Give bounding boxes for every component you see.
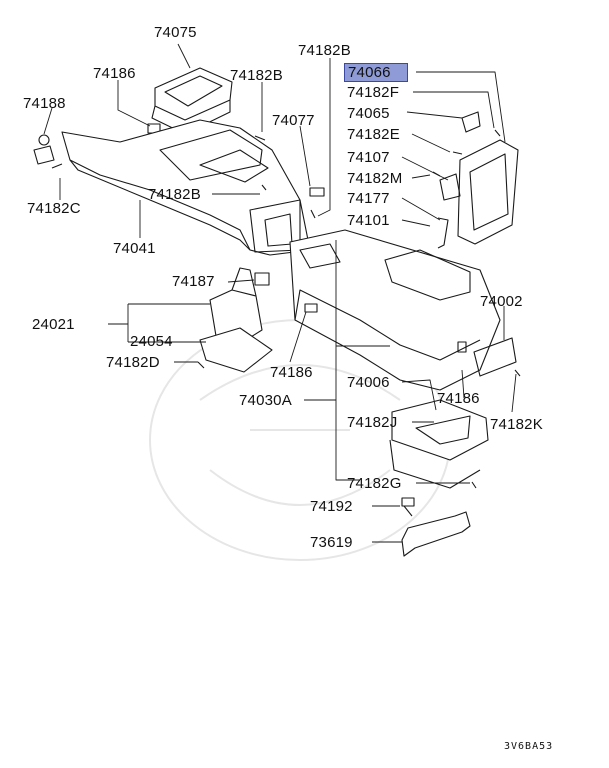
- front-console-74041-part: [61, 119, 311, 256]
- part-label-74182G[interactable]: 74182G: [347, 475, 402, 492]
- part-label-74107[interactable]: 74107: [347, 149, 390, 166]
- part-label-74041[interactable]: 74041: [113, 240, 156, 257]
- garnish-74002: [473, 337, 517, 377]
- part-label-73619[interactable]: 73619: [310, 534, 353, 551]
- part-label-74192[interactable]: 74192: [310, 498, 353, 515]
- part-label-74075[interactable]: 74075: [154, 24, 197, 41]
- part-label-74182K[interactable]: 74182K: [490, 416, 543, 433]
- part-label-74177[interactable]: 74177: [347, 190, 390, 207]
- latch-74065: [461, 111, 481, 133]
- main-console-74101-part: [289, 229, 501, 391]
- part-label-74077[interactable]: 74077: [272, 112, 315, 129]
- part-label-74065[interactable]: 74065: [347, 105, 390, 122]
- clip-74077: [309, 187, 325, 197]
- part-label-74186-mid[interactable]: 74186: [270, 364, 313, 381]
- diagram-code: 3V6BA53: [504, 741, 554, 752]
- armrest-lid-74066-part: [457, 139, 519, 245]
- part-label-74182C[interactable]: 74182C: [27, 200, 81, 217]
- clip-74186-mid: [304, 303, 318, 313]
- part-label-74182M[interactable]: 74182M: [347, 170, 403, 187]
- part-label-74066-highlighted[interactable]: 74066: [344, 63, 408, 82]
- part-label-74186-top[interactable]: 74186: [93, 65, 136, 82]
- part-label-74182J[interactable]: 74182J: [347, 414, 398, 431]
- part-label-24054[interactable]: 24054: [130, 333, 173, 350]
- bracket-73619: [401, 511, 471, 557]
- part-label-74182B-mid[interactable]: 74182B: [298, 42, 351, 59]
- clip-74187: [254, 272, 270, 286]
- pocket-74006-part: [389, 399, 489, 489]
- shift-boot-24021-part: [199, 267, 273, 373]
- part-label-74182B-left[interactable]: 74182B: [148, 186, 201, 203]
- part-label-74188[interactable]: 74188: [23, 95, 66, 112]
- part-label-74187[interactable]: 74187: [172, 273, 215, 290]
- part-label-74186-right[interactable]: 74186: [437, 390, 480, 407]
- plug-74192: [401, 497, 415, 517]
- part-label-74182E[interactable]: 74182E: [347, 126, 400, 143]
- hinge-74107: [439, 173, 461, 201]
- part-label-74002[interactable]: 74002: [480, 293, 523, 310]
- part-label-74182D[interactable]: 74182D: [106, 354, 160, 371]
- part-label-74006[interactable]: 74006: [347, 374, 390, 391]
- part-label-74101[interactable]: 74101: [347, 212, 390, 229]
- leader-lines: [43, 43, 517, 543]
- socket-74188-part: [33, 134, 55, 165]
- hinge-74177: [437, 217, 449, 249]
- part-label-74030A[interactable]: 74030A: [239, 392, 292, 409]
- part-label-74182B-top[interactable]: 74182B: [230, 67, 283, 84]
- part-label-24021[interactable]: 24021: [32, 316, 75, 333]
- part-label-74182F[interactable]: 74182F: [347, 84, 400, 101]
